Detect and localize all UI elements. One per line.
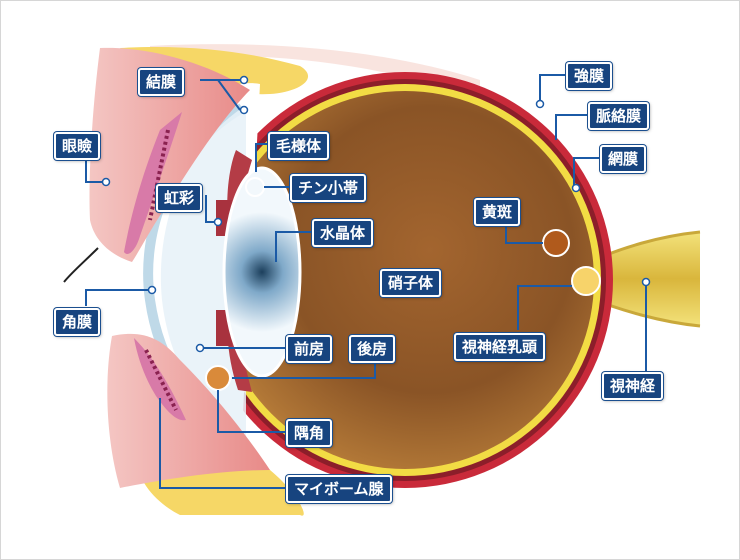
leader-macula xyxy=(505,224,543,244)
upper-eyelid-shape xyxy=(89,47,251,262)
label-ciliary-body: 毛様体 xyxy=(268,132,330,160)
upper-tarsus xyxy=(124,112,182,255)
label-optic-disc: 視神経乳頭 xyxy=(454,333,546,361)
label-optic-nerve: 視神経 xyxy=(602,372,664,400)
label-anterior-chamber: 前房 xyxy=(286,335,333,363)
macula-marker xyxy=(542,229,570,257)
label-iris: 虹彩 xyxy=(156,184,203,212)
leader-lens xyxy=(275,231,312,262)
leader-lines xyxy=(85,74,647,489)
leader-cornea xyxy=(85,289,152,306)
label-lens: 水晶体 xyxy=(312,219,374,247)
leader-posterior-chamber xyxy=(232,362,376,379)
label-angle: 隅角 xyxy=(286,419,333,447)
angle-marker xyxy=(205,365,231,391)
label-conjunctiva: 結膜 xyxy=(138,68,185,96)
leader-meibomian xyxy=(159,398,286,489)
label-vitreous: 硝子体 xyxy=(380,269,442,297)
label-meibomian-gland: マイボーム腺 xyxy=(286,475,392,503)
leader-retina xyxy=(573,157,600,188)
leader-conjunctiva xyxy=(200,79,241,111)
lower-meibomian-gland xyxy=(144,349,178,411)
label-choroid: 脈絡膜 xyxy=(588,102,650,130)
leader-dots xyxy=(101,75,651,353)
lens-shape xyxy=(222,166,302,378)
label-zonule: チン小帯 xyxy=(290,174,367,202)
leader-ciliary-body xyxy=(255,143,268,172)
leader-optic-disc xyxy=(517,285,572,330)
label-macula: 黄斑 xyxy=(474,198,521,226)
leader-angle xyxy=(217,390,286,433)
label-retina: 網膜 xyxy=(600,145,647,173)
leader-eyelid xyxy=(85,160,104,183)
leader-choroid xyxy=(555,114,588,140)
label-eyelid: 眼瞼 xyxy=(54,132,101,160)
leader-sclera xyxy=(539,74,566,104)
eyelash xyxy=(63,247,99,283)
optic-disc-marker xyxy=(571,266,601,296)
label-cornea: 角膜 xyxy=(54,308,101,336)
label-posterior-chamber: 後房 xyxy=(349,335,396,363)
label-sclera: 強膜 xyxy=(566,62,613,90)
